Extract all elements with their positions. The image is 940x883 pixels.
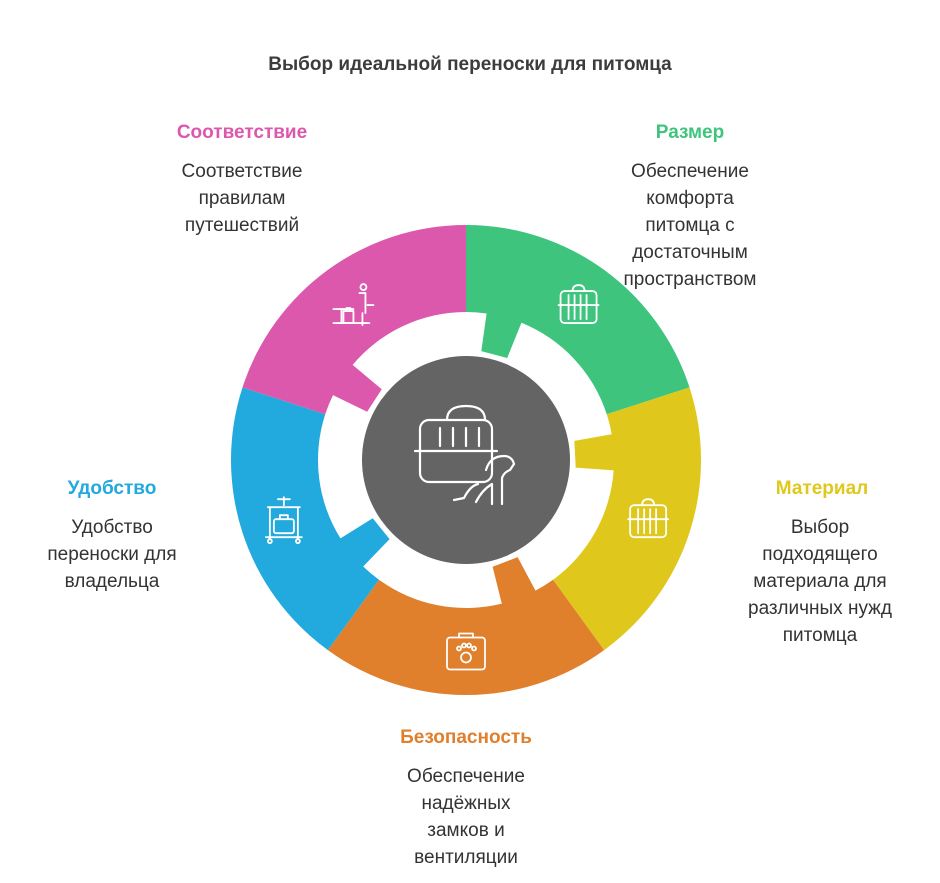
description-line: различных нужд — [748, 598, 892, 619]
material-segment — [552, 387, 701, 651]
description-line: питомца с — [645, 215, 735, 236]
convenience-title: Удобство — [67, 478, 157, 499]
pet-carrier-icon — [557, 284, 600, 324]
convenience-description: Удобство переноски для владельца — [22, 514, 202, 595]
convenience-segment — [230, 387, 390, 651]
description-line: пространством — [623, 269, 757, 290]
center-circle — [362, 356, 570, 564]
description-line: Обеспечение — [407, 766, 525, 787]
description-line: владельца — [64, 571, 160, 592]
description-line: питомца — [782, 625, 858, 646]
size-description: Обеспечение комфорта питомца с достаточным п… — [590, 158, 790, 293]
safety-description: Обеспечение надёжных замков и вентиляции — [366, 763, 566, 871]
description-line: материала для — [753, 571, 887, 592]
safety-segment — [327, 557, 605, 696]
description-line: надёжных — [421, 793, 511, 814]
description-line: правилам — [198, 188, 286, 209]
size-segment — [466, 225, 690, 415]
description-line: Обеспечение — [631, 161, 749, 182]
compliance-title: Соответствие — [176, 122, 308, 143]
pet-carrier-icon — [627, 498, 670, 539]
description-line: вентиляции — [414, 847, 518, 868]
carrier-with-dog-icon — [413, 404, 516, 506]
description-line: Выбор — [790, 517, 850, 538]
description-line: Соответствие — [181, 161, 303, 182]
airport-check-in-icon — [332, 283, 375, 326]
description-line: комфорта — [646, 188, 734, 209]
description-line: достаточным — [632, 242, 748, 263]
material-title: Материал — [775, 478, 869, 499]
size-title: Размер — [655, 122, 725, 143]
safety-title: Безопасность — [400, 727, 532, 748]
description-line: Удобство — [71, 517, 153, 538]
description-line: подходящего — [762, 544, 878, 565]
luggage-trolley-icon — [264, 496, 303, 545]
description-line: переноски для — [47, 544, 177, 565]
description-line: путешествий — [184, 215, 300, 236]
material-description: Выбор подходящего материала для различных н… — [720, 514, 920, 649]
description-line: замков и — [427, 820, 505, 841]
compliance-description: Соответствие правилам путешествий — [142, 158, 342, 239]
paw-bag-icon — [446, 632, 486, 671]
page-title: Выбор идеальной переноски для питомца — [268, 54, 672, 75]
